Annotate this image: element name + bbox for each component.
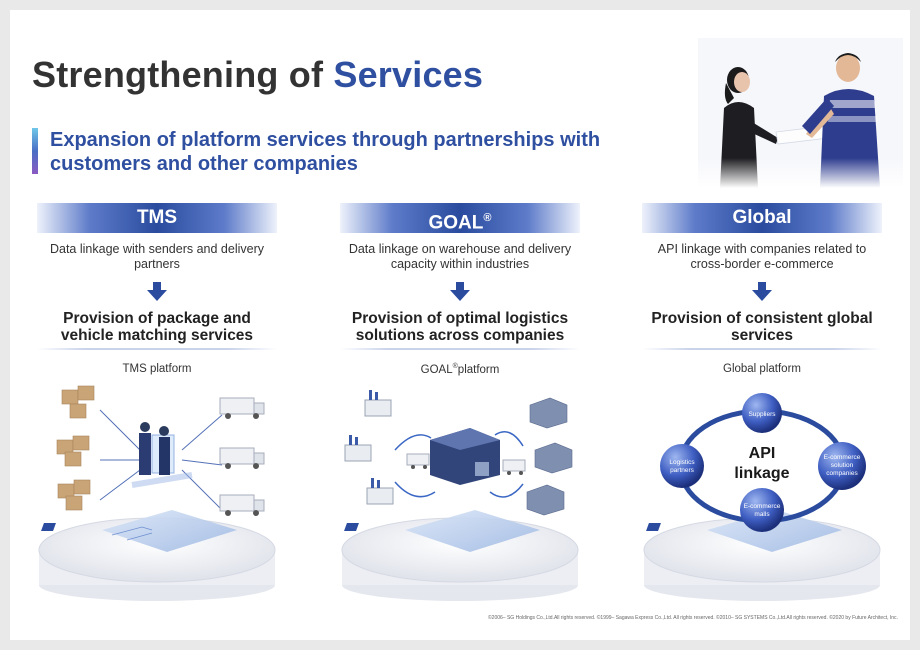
page-title: Strengthening of Services bbox=[32, 54, 483, 96]
api-node-right-label-3: companies bbox=[826, 470, 858, 477]
title-accent: Services bbox=[333, 54, 484, 95]
warehouse-icons bbox=[526, 397, 573, 516]
subtitle-accent-bar bbox=[32, 128, 38, 174]
goal-platform-suffix: platform bbox=[457, 363, 500, 376]
column-desc-tms: Data linkage with senders and delivery p… bbox=[49, 242, 264, 271]
handshake-photo bbox=[698, 38, 903, 188]
goal-platform-illustration bbox=[335, 380, 585, 605]
column-global: Global API linkage with companies relate… bbox=[642, 203, 882, 375]
subtitle: Expansion of platform services through p… bbox=[50, 129, 601, 175]
goal-platform-text: GOAL bbox=[420, 363, 453, 376]
down-arrow-icon bbox=[752, 282, 772, 302]
registered-mark: ® bbox=[483, 212, 492, 224]
api-node-left-label-1: Logistics bbox=[669, 459, 695, 466]
global-platform-illustration: API linkage Suppliers Logistics partners… bbox=[637, 380, 887, 605]
slide: Strengthening of Services bbox=[10, 10, 910, 640]
api-node-right-label-1: E-commerce bbox=[824, 454, 861, 461]
api-node-right-label-2: solution bbox=[831, 462, 854, 469]
api-node-top: Suppliers bbox=[742, 393, 782, 433]
api-node-left: Logistics partners bbox=[660, 444, 704, 488]
column-desc-global: API linkage with companies related to cr… bbox=[657, 242, 867, 271]
registered-mark: ® bbox=[452, 363, 458, 370]
column-goal: GOAL® Data linkage on warehouse and deli… bbox=[340, 203, 580, 376]
api-node-bottom: E-commerce malls bbox=[740, 488, 784, 532]
down-arrow-icon bbox=[450, 282, 470, 302]
factory-icons bbox=[344, 390, 394, 505]
api-center-line2: linkage bbox=[734, 465, 789, 482]
title-main: Strengthening of bbox=[32, 54, 334, 95]
column-result-global: Provision of consistent global services bbox=[651, 310, 873, 344]
down-arrow-icon bbox=[147, 282, 167, 302]
api-node-bottom-label-2: malls bbox=[754, 511, 770, 518]
divider bbox=[642, 348, 882, 350]
api-node-left-label-2: partners bbox=[670, 467, 695, 474]
divider bbox=[37, 348, 277, 350]
column-desc-goal: Data linkage on warehouse and delivery c… bbox=[348, 242, 572, 271]
tms-platform-illustration bbox=[32, 380, 282, 605]
api-node-bottom-label-1: E-commerce bbox=[744, 503, 781, 510]
column-tms: TMS Data linkage with senders and delive… bbox=[37, 203, 277, 375]
column-result-goal: Provision of optimal logistics solutions… bbox=[351, 310, 569, 344]
divider bbox=[340, 348, 580, 350]
api-center-line1: API bbox=[749, 445, 776, 462]
platform-label-goal: GOAL®platform bbox=[340, 363, 580, 376]
column-header-goal: GOAL® bbox=[340, 203, 580, 233]
goal-header-text: GOAL bbox=[428, 212, 484, 234]
api-node-top-label: Suppliers bbox=[748, 411, 776, 418]
api-node-right: E-commerce solution companies bbox=[818, 442, 866, 490]
package-icons bbox=[56, 385, 95, 511]
column-result-tms: Provision of package and vehicle matchin… bbox=[60, 310, 254, 344]
truck-icons bbox=[219, 397, 265, 516]
column-header-tms: TMS bbox=[37, 203, 277, 233]
platform-label-tms: TMS platform bbox=[122, 363, 192, 375]
copyright-notice: ©2006– SG Holdings Co.,Ltd.All rights re… bbox=[488, 615, 898, 621]
column-header-global: Global bbox=[642, 203, 882, 233]
platform-label-global: Global platform bbox=[723, 363, 801, 375]
